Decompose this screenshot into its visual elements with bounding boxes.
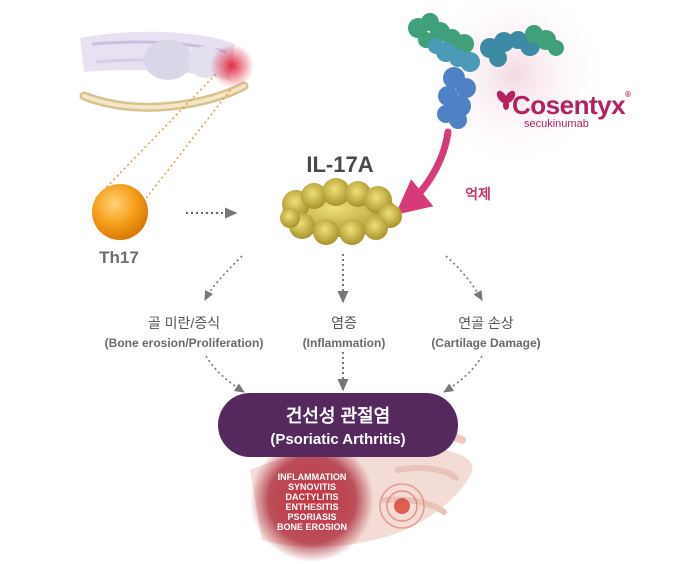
inhibition-label: 억제	[465, 186, 491, 202]
disease-name-en: (Psoriatic Arthritis)	[270, 431, 406, 448]
symptom-item: INFLAMMATION	[277, 472, 347, 482]
symptom-item: PSORIASIS	[287, 512, 337, 522]
hand-illustration	[250, 429, 473, 562]
joint-illustration	[79, 31, 254, 112]
il17a-protein	[280, 178, 402, 245]
effect-cartilage-damage-en: (Cartilage Damage)	[431, 336, 541, 350]
effect-cartilage-damage: 연골 손상 (Cartilage Damage)	[386, 313, 586, 350]
effect-bone-erosion: 골 미란/증식 (Bone erosion/Proliferation)	[84, 313, 284, 350]
symptom-item: ENTHESITIS	[285, 502, 339, 512]
th17-label: Th17	[99, 248, 139, 267]
effect-inflammation: 염증 (Inflammation)	[244, 313, 444, 350]
cone-line-left	[95, 73, 217, 199]
arrow-cartilage-to-disease	[443, 355, 483, 393]
disease-name-ko: 건선성 관절염	[285, 406, 391, 426]
symptom-item: DACTYLITIS	[285, 492, 339, 502]
effect-cartilage-damage-ko: 연골 손상	[458, 315, 514, 331]
arrow-bone-to-disease	[205, 355, 245, 393]
symptom-list: INFLAMMATION SYNOVITIS DACTYLITIS ENTHES…	[256, 472, 368, 532]
disease-pill: 건선성 관절염 (Psoriatic Arthritis)	[218, 393, 458, 457]
effect-inflammation-en: (Inflammation)	[302, 336, 386, 350]
registered-mark: ®	[625, 90, 631, 99]
effect-bone-erosion-en: (Bone erosion/Proliferation)	[104, 336, 264, 350]
il17a-label: IL-17A	[306, 152, 374, 177]
th17-cell	[92, 184, 148, 240]
brand-logo-icon	[496, 90, 516, 110]
inhibition-arrow	[395, 128, 452, 215]
arrow-to-bone	[204, 255, 243, 302]
brand-name: Cosentyx®	[512, 90, 631, 120]
effect-inflammation-ko: 염증	[331, 315, 357, 331]
symptom-item: SYNOVITIS	[287, 482, 336, 492]
brand-generic-name: secukinumab	[524, 118, 589, 130]
effect-bone-erosion-ko: 골 미란/증식	[147, 315, 221, 331]
symptom-item: BONE EROSION	[276, 522, 347, 532]
arrow-to-cartilage	[445, 255, 483, 301]
antibody-illustration	[408, 0, 610, 170]
